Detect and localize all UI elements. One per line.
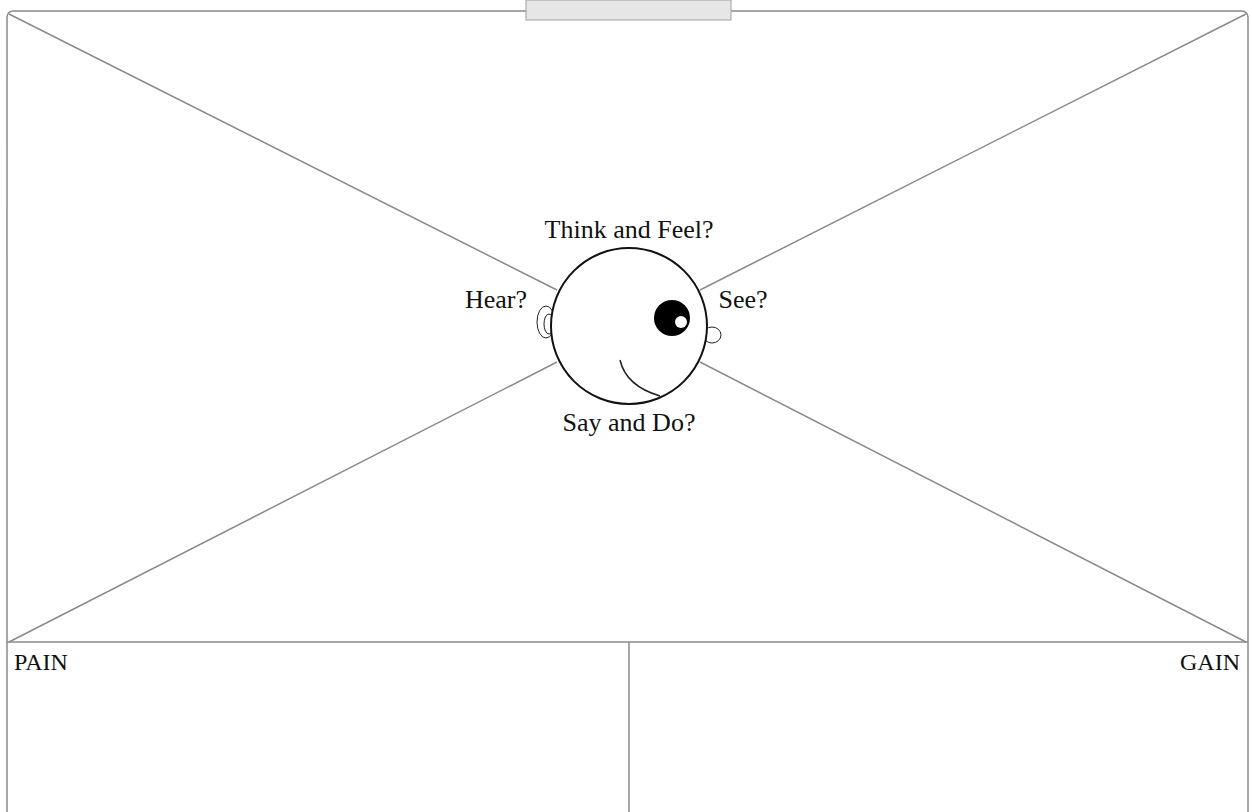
divider-line — [628, 642, 630, 812]
divider-line — [7, 641, 1248, 643]
pain-gain-panel: GAIN — [630, 643, 1247, 812]
divider-line — [700, 362, 1246, 642]
tape-tab — [526, 0, 731, 20]
panel-heading: GAIN — [637, 649, 1240, 675]
panel-heading: PAIN — [14, 649, 622, 675]
eye-highlight — [675, 316, 687, 328]
pain-gain-panel: PAIN — [7, 643, 629, 812]
divider-line — [700, 14, 1246, 290]
head-figure — [537, 248, 721, 404]
quadrant-label: Think and Feel? — [545, 216, 714, 245]
mouth — [620, 360, 660, 396]
quadrant-label: Hear? — [465, 286, 527, 315]
head-circle — [551, 248, 707, 404]
frame-border — [7, 11, 1248, 812]
quadrant-label: See? — [718, 286, 767, 315]
divider-line — [9, 362, 557, 642]
quadrant-label: Say and Do? — [563, 409, 696, 438]
eye — [654, 300, 690, 336]
divider-line — [9, 14, 557, 290]
